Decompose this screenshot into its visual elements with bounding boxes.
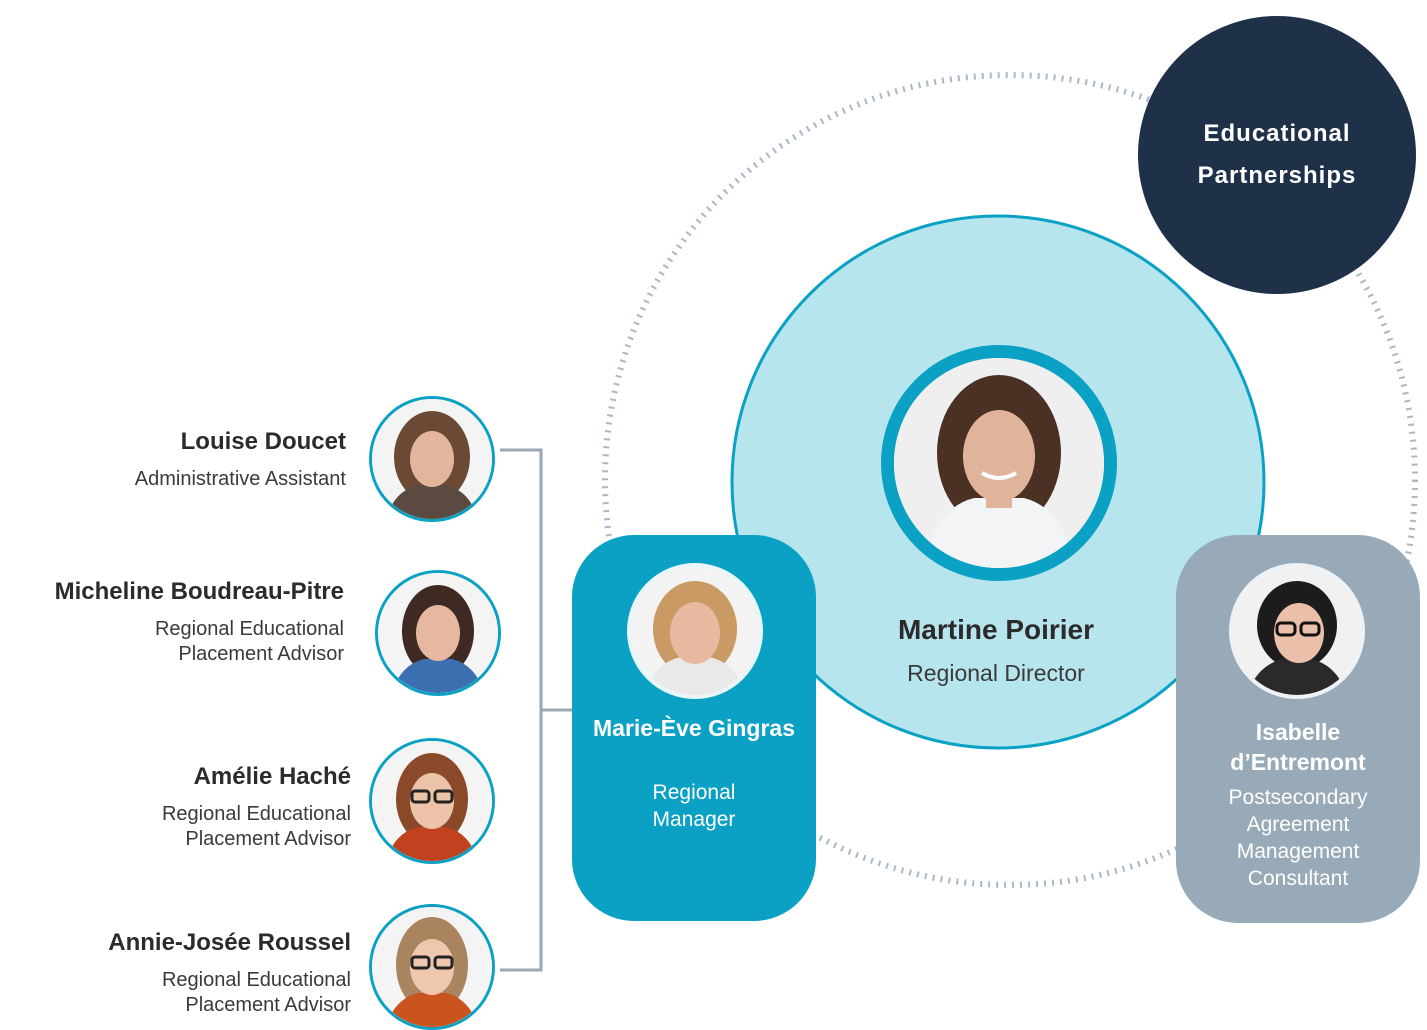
consultant-avatar bbox=[1229, 563, 1365, 699]
unit-title: Educational Partnerships bbox=[1197, 120, 1357, 189]
team-member-role: Regional Educational Placement Advisor bbox=[161, 969, 351, 1016]
team-member-name: Annie-Josée Roussel bbox=[108, 929, 351, 956]
team-member-name: Amélie Haché bbox=[193, 763, 351, 790]
consultant-role: Postsecondary Agreement Management Consu… bbox=[1228, 786, 1368, 890]
manager-avatar bbox=[627, 563, 763, 699]
manager-name: Marie-Ève Gingras bbox=[593, 715, 795, 741]
team-member-name: Micheline Boudreau-Pitre bbox=[54, 578, 344, 605]
director-name: Martine Poirier bbox=[897, 614, 1095, 645]
team-member-role: Regional Educational Placement Advisor bbox=[161, 803, 351, 850]
team-member-role: Administrative Assistant bbox=[134, 468, 346, 490]
team-member-avatar bbox=[369, 738, 495, 864]
manager-role: Regional Manager bbox=[652, 781, 736, 831]
dotted-orbit-ring bbox=[602, 72, 1418, 888]
team-member-avatar bbox=[375, 570, 501, 696]
team-member-avatar bbox=[369, 396, 495, 522]
director-avatar bbox=[881, 345, 1117, 581]
team-member-name: Louise Doucet bbox=[180, 428, 346, 455]
unit-circle bbox=[1138, 16, 1416, 294]
team-member-role: Regional Educational Placement Advisor bbox=[154, 618, 344, 665]
director-role: Regional Director bbox=[907, 660, 1085, 686]
team-connector-bracket bbox=[500, 448, 543, 972]
team-member-avatar bbox=[369, 904, 495, 1030]
consultant-name: Isabelle d’Entremont bbox=[1230, 719, 1366, 775]
